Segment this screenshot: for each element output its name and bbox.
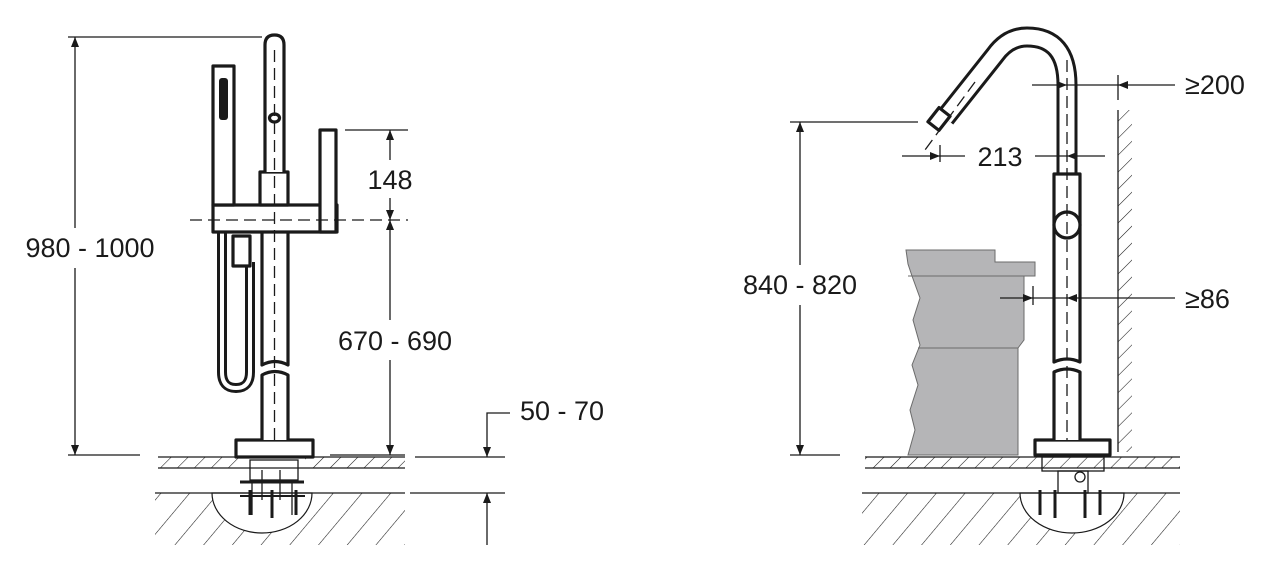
shower-head-nozzles [219, 78, 228, 120]
floor-section-right [862, 456, 1180, 545]
spout-reach-label: 213 [977, 142, 1022, 172]
floor-section [155, 456, 405, 545]
spout-height-label: 840 - 820 [743, 270, 857, 300]
handle-height-label: 148 [367, 165, 412, 195]
mounting-bracket [240, 459, 305, 518]
floor-depth-label: 50 - 70 [520, 396, 604, 426]
toilet-silhouette [905, 249, 1036, 456]
lever-handle [318, 128, 338, 234]
hose-connector [231, 234, 252, 268]
total-height-label: 980 - 1000 [25, 233, 154, 263]
base-plate-right [1033, 438, 1112, 457]
dimension-handle-height: 148 [345, 129, 413, 220]
dimension-spout-height: 840 - 820 [743, 121, 918, 456]
wall-distance-label: ≥200 [1185, 70, 1245, 100]
lower-pipe [260, 369, 290, 440]
right-view-basin-mixer: 840 - 820 ≥200 213 ≥86 [743, 26, 1245, 545]
dimension-body-height: 670 - 690 [330, 220, 452, 456]
left-view-bath-mixer: 980 - 1000 148 670 - 690 50 - 70 [25, 33, 604, 545]
wall-section [1117, 110, 1132, 452]
spout-outlet [926, 105, 952, 133]
toilet-distance-label: ≥86 [1185, 284, 1230, 314]
dimension-wall-distance: ≥200 [1032, 70, 1245, 100]
mounting-bracket-right [1038, 456, 1105, 518]
body-height-label: 670 - 690 [338, 326, 452, 356]
hand-shower [211, 64, 236, 207]
dimension-total-height: 980 - 1000 [25, 36, 262, 456]
dimension-toilet-distance: ≥86 [1000, 284, 1230, 314]
spout-pipe [263, 33, 286, 172]
dimension-floor-depth: 50 - 70 [410, 396, 604, 545]
dimension-spout-reach: 213 [902, 142, 1105, 172]
base-plate [234, 438, 315, 459]
